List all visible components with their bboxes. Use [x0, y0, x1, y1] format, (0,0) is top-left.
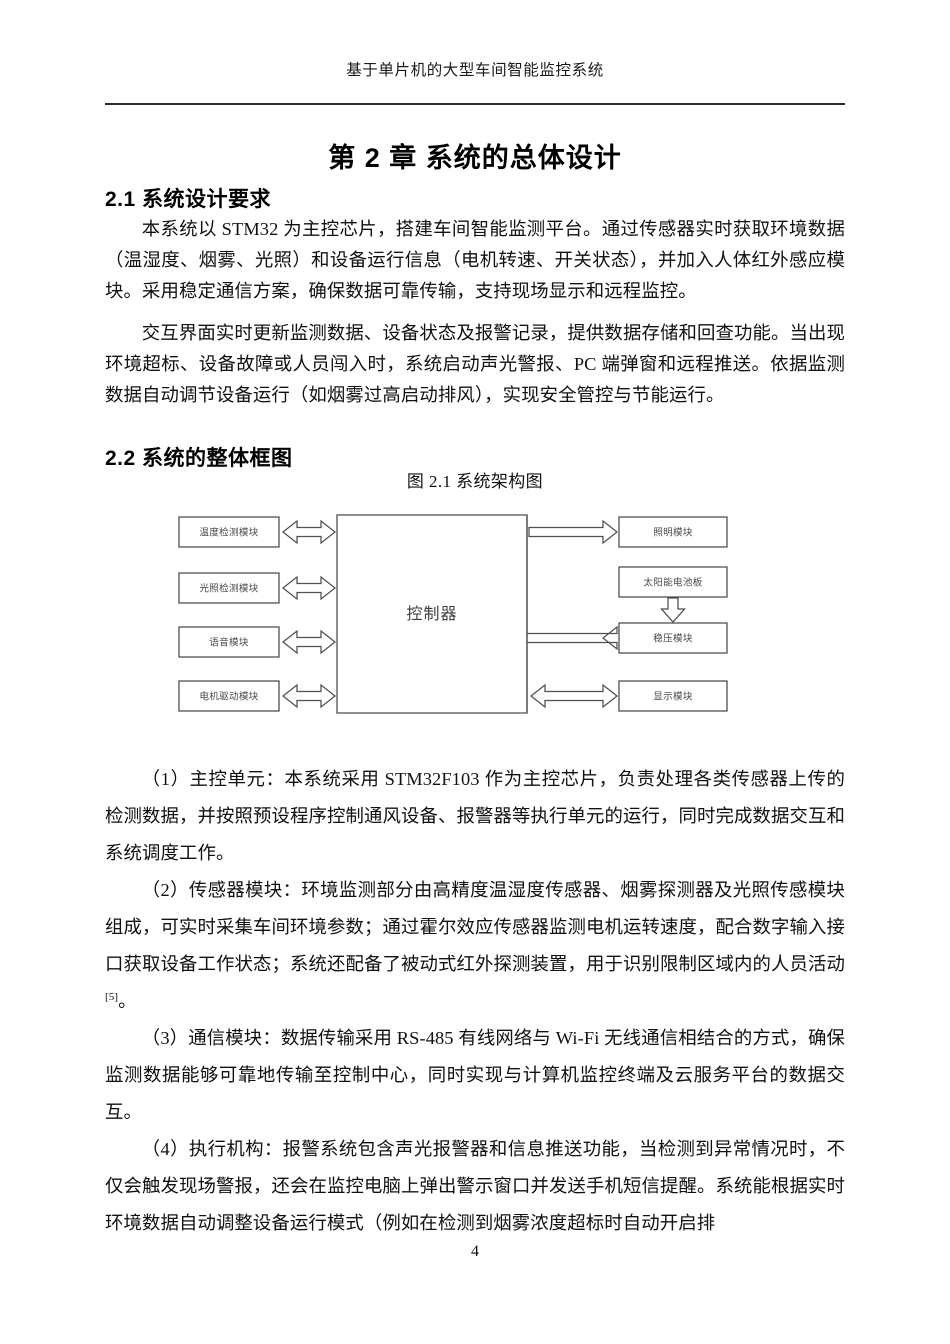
figure-caption: 图 2.1 系统架构图	[406, 472, 544, 491]
diagram-box-left-2: 语音模块	[178, 626, 280, 658]
diagram-box-controller: 控制器	[336, 514, 528, 714]
diagram-arrow-down-solar-to-regulator	[660, 597, 686, 623]
header-rule	[105, 103, 845, 105]
diagram-box-right-0-label: 照明模块	[653, 527, 693, 539]
diagram-arrow-bidirectional-display	[529, 683, 619, 709]
diagram-arrow-bidirectional-left-3	[281, 683, 337, 709]
diagram-arrow-bidirectional-left-0	[281, 519, 337, 545]
diagram-box-left-0: 温度检测模块	[178, 516, 280, 548]
section-heading-2-1: 2.1 系统设计要求	[105, 188, 272, 212]
diagram-box-left-1-label: 光照检测模块	[199, 583, 258, 595]
citation-reference-5: [5]	[105, 991, 119, 1004]
diagram-box-right-3: 显示模块	[618, 680, 728, 712]
page-title: 第 2 章 系统的总体设计	[328, 143, 622, 174]
diagram-box-right-0: 照明模块	[618, 516, 728, 548]
diagram-box-right-3-label: 显示模块	[653, 691, 693, 703]
item-2-text: （2）传感器模块：环境监测部分由高精度温湿度传感器、烟雾探测器及光照传感模块组成…	[105, 880, 845, 975]
paragraph-design-requirements-1: 本系统以 STM32 为主控芯片，搭建车间智能监测平台。通过传感器实时获取环境数…	[105, 219, 845, 302]
diagram-box-left-2-label: 语音模块	[209, 637, 249, 649]
diagram-box-controller-label: 控制器	[406, 605, 457, 623]
diagram-arrow-left-regulator-to-controller	[526, 625, 618, 651]
section-heading-2-2: 2.2 系统的整体框图	[105, 447, 293, 471]
system-architecture-diagram: 温度检测模块 光照检测模块 语音模块 电机驱动模块 控制器	[175, 505, 775, 725]
item-2-terminator: 。	[118, 991, 137, 1012]
paragraph-item-2-sensor-module: （2）传感器模块：环境监测部分由高精度温湿度传感器、烟雾探测器及光照传感模块组成…	[105, 872, 845, 1020]
diagram-box-left-3: 电机驱动模块	[178, 680, 280, 712]
diagram-box-left-3-label: 电机驱动模块	[199, 691, 258, 703]
paragraph-item-4-actuator-mechanism: （4）执行机构：报警系统包含声光报警器和信息推送功能，当检测到异常情况时，不仅会…	[105, 1139, 845, 1234]
paragraph-item-1-main-control-unit: （1）主控单元：本系统采用 STM32F103 作为主控芯片，负责处理各类传感器…	[105, 769, 845, 864]
diagram-box-right-1-label: 太阳能电池板	[643, 577, 702, 589]
diagram-arrow-bidirectional-left-1	[281, 575, 337, 601]
diagram-box-left-1: 光照检测模块	[178, 572, 280, 604]
diagram-box-right-2-label: 稳压模块	[653, 633, 693, 645]
diagram-box-left-0-label: 温度检测模块	[199, 527, 258, 539]
diagram-arrow-right-to-lighting	[528, 519, 619, 545]
diagram-box-right-2: 稳压模块	[618, 622, 728, 654]
diagram-box-right-1: 太阳能电池板	[618, 566, 728, 598]
paragraph-design-requirements-2: 交互界面实时更新监测数据、设备状态及报警记录，提供数据存储和回查功能。当出现环境…	[105, 323, 845, 406]
running-header: 基于单片机的大型车间智能监控系统	[346, 62, 604, 79]
paragraph-item-3-communication-module: （3）通信模块：数据传输采用 RS-485 有线网络与 Wi-Fi 无线通信相结…	[105, 1028, 845, 1123]
page-number: 4	[471, 1243, 479, 1260]
diagram-arrow-bidirectional-left-2	[281, 629, 337, 655]
